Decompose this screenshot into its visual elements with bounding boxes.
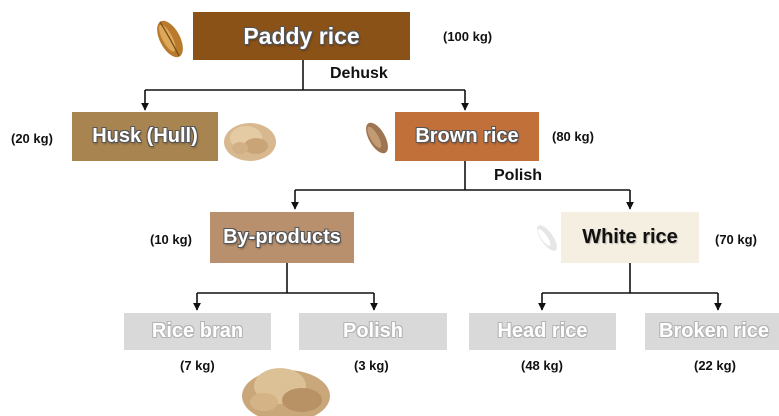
node-brown-rice: Brown rice xyxy=(395,112,539,161)
weight-byproducts: (10 kg) xyxy=(150,232,192,247)
node-head-rice: Head rice xyxy=(469,313,616,350)
weight-polish: (3 kg) xyxy=(354,358,389,373)
weight-head: (48 kg) xyxy=(521,358,563,373)
node-rice-bran: Rice bran xyxy=(124,313,271,350)
node-husk: Husk (Hull) xyxy=(72,112,218,161)
node-white-rice: White rice xyxy=(561,212,699,263)
node-broken-rice: Broken rice xyxy=(645,313,779,350)
brown-grain-icon xyxy=(366,122,388,154)
node-paddy-rice: Paddy rice xyxy=(193,12,410,60)
step-dehusk-label: Dehusk xyxy=(330,65,388,82)
white-grain-icon xyxy=(537,225,557,251)
node-by-products: By-products xyxy=(210,212,354,263)
bran-pile-icon xyxy=(242,368,330,416)
weight-brown: (80 kg) xyxy=(552,129,594,144)
weight-husk: (20 kg) xyxy=(11,131,53,146)
step-polish-label: Polish xyxy=(494,167,543,184)
weight-broken: (22 kg) xyxy=(694,358,736,373)
node-polish: Polish xyxy=(299,313,447,350)
husk-pile-icon xyxy=(224,123,276,161)
weight-paddy: (100 kg) xyxy=(443,29,493,44)
paddy-grain-icon xyxy=(157,20,183,58)
weight-white: (70 kg) xyxy=(715,232,757,247)
weight-bran: (7 kg) xyxy=(180,358,215,373)
